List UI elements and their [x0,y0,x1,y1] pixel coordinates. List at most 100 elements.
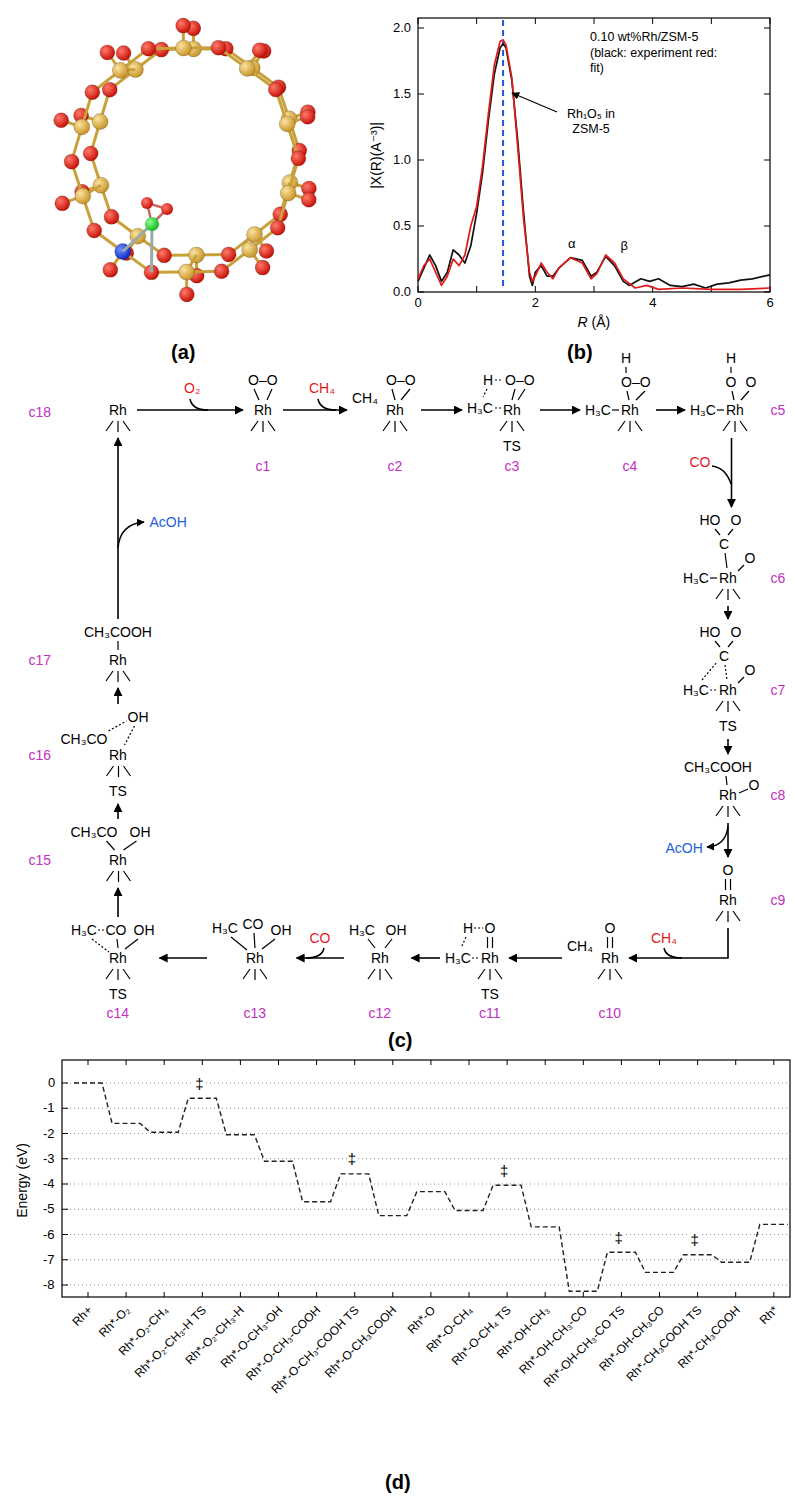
bond [489,969,490,980]
step-label: c5 [771,402,786,419]
cycle-arrow [160,957,208,959]
formula-text: Rh [719,570,737,586]
grid-line [62,1083,790,1084]
bond [394,421,395,432]
bond [262,421,263,432]
bond [715,641,720,647]
species: CH₃COOHRh [81,621,155,686]
bond [478,969,485,979]
tick-label: -5 [43,1201,55,1217]
formula-text: Rh [719,892,737,908]
oxygen-atom [100,45,115,60]
tick-mark [770,18,771,24]
tick-mark [164,1292,165,1297]
reactant-branch [707,826,728,847]
species: CH₄ORh [564,917,627,984]
transition-state-mark: ‡ [347,1151,357,1166]
formula-text: H₃C [467,400,493,416]
panel-label: (a) [171,340,195,364]
formula-text: Rh [109,652,127,668]
tick-mark [316,1292,317,1297]
bond [635,421,642,431]
oxygen-atom [116,46,131,61]
step-label: c7 [771,682,786,699]
bond [717,409,724,410]
formula-text: Rh [601,950,619,966]
cycle-arrow [137,409,243,411]
formula-text: Rh [503,402,521,418]
formula-text: H₃C [690,402,716,418]
tick-mark [773,1292,774,1297]
transition-state-mark: ‡ [690,1232,700,1247]
oxygen-atom [221,247,236,262]
bond [727,911,728,922]
silicon-atom [279,116,295,132]
formula-text: O–O [386,372,416,388]
tick-mark [62,1083,68,1084]
axis-title: Energy (eV) [13,1143,30,1218]
formula-text: C [719,536,729,552]
silicon-atom [280,185,296,201]
oxygen-atom [291,151,306,166]
bond [106,671,113,681]
step-label: c16 [29,747,52,764]
plot-frame [62,1060,790,1297]
bond [734,421,735,432]
reactant-label: CH₄ [651,930,677,947]
species: HO–OH₃CRhTS [464,369,538,457]
formula-text: Rh [621,402,639,418]
category-label: Rh* [757,1303,781,1327]
tick-mark [278,1292,279,1297]
silicon-atom [112,62,128,78]
species: CH₃COOHORh [681,756,763,821]
bond [487,937,488,948]
species: H₃COHRh [346,919,410,984]
formula-text: CH₄ [352,390,378,406]
tick-mark [164,1060,165,1065]
step-label: c12 [369,1005,392,1022]
bond [401,389,410,400]
formula-text: H₃C [585,402,611,418]
bond [254,933,255,948]
bond [727,701,728,712]
tick-mark [418,18,419,24]
tick-mark [62,1184,68,1185]
transition-state-mark: ‡ [499,1163,509,1178]
cycle-arrow [509,957,562,959]
bond [495,969,502,979]
tick-mark [62,1285,68,1286]
tick-label: -4 [43,1176,55,1192]
bond [243,969,250,979]
bond [117,671,118,682]
bond [741,391,749,400]
formula-text: CO [243,916,264,932]
reactant-branch [118,522,144,548]
formula-text: O [746,374,757,390]
tick-label: 0 [48,1075,55,1091]
species: Rh [101,398,135,436]
formula-text: CH₄ [567,938,593,954]
cycle-arrow [412,957,441,959]
species: OHCH₃CORhTS [58,706,152,802]
formula-text: H₃C [445,950,471,966]
bond [716,701,723,711]
tick-mark [62,1259,68,1260]
formula-text: O [749,777,760,793]
bond [733,806,740,816]
cycle-arrow [656,409,685,411]
formula-text: OH [386,922,407,938]
formula-text: Rh [371,950,389,966]
grid-line [62,1209,790,1210]
silicon-atom [188,247,204,263]
tick-mark [535,18,536,24]
species: HOOH₃CRh [687,347,760,436]
cycle-arrow [727,606,729,619]
bond [715,529,720,535]
bond [123,871,130,881]
step-label: c6 [771,570,786,587]
bond [267,389,272,400]
tick-mark [62,1133,68,1134]
bond [612,937,613,948]
tick-mark [240,1060,241,1065]
transition-state-mark: ‡ [194,1076,204,1091]
